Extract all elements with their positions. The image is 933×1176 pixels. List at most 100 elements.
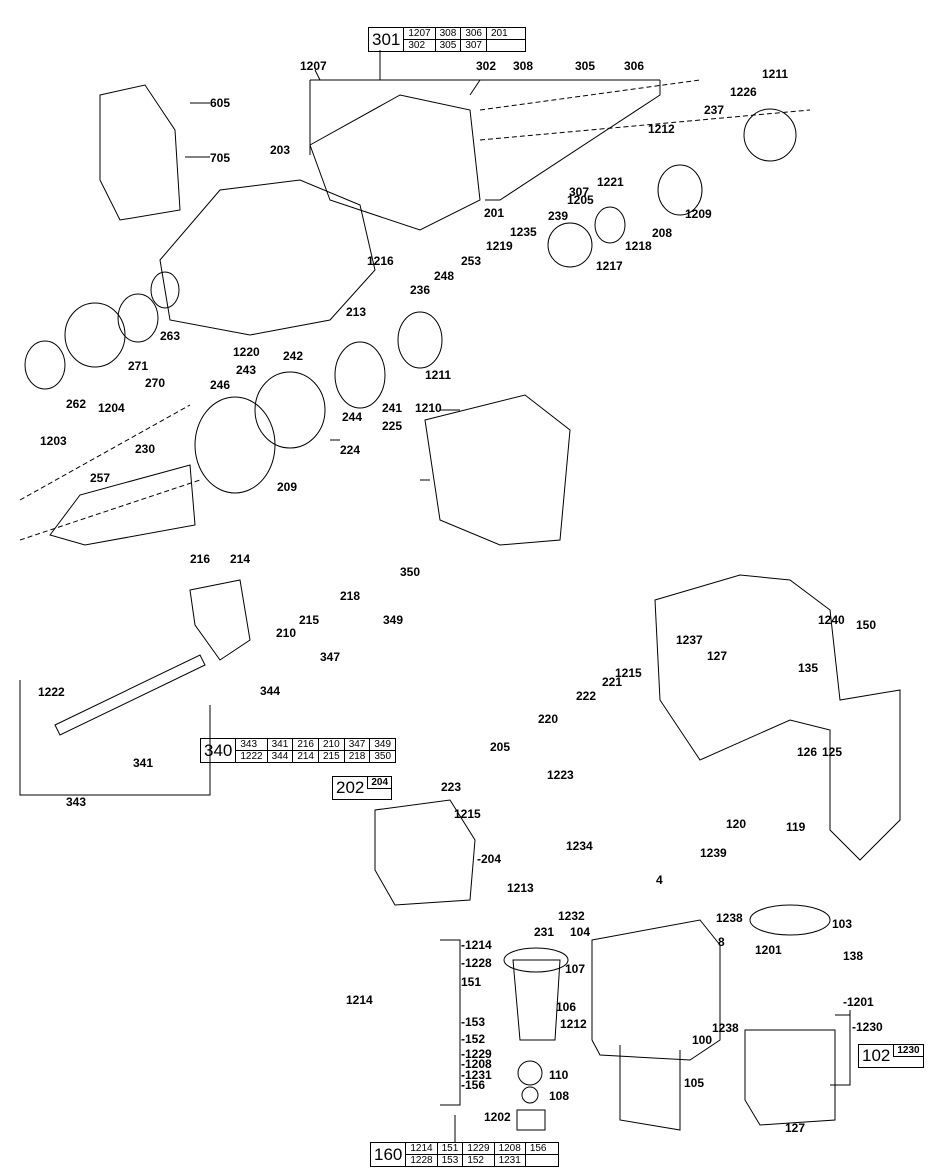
- part-label: 103: [832, 917, 853, 931]
- part-label: -1230: [852, 1020, 883, 1034]
- part-label: 241: [382, 401, 403, 415]
- kit-cell: 341: [266, 738, 294, 751]
- part-label: 246: [210, 378, 231, 392]
- part-label: 263: [160, 329, 181, 343]
- part-label: 1215: [454, 807, 481, 821]
- kit-table-340: 340 343 341 216 210 347 349 1222 344 214…: [199, 738, 397, 763]
- part-label: 341: [133, 756, 154, 770]
- part-label: 307: [569, 185, 590, 199]
- part-label: 231: [534, 925, 555, 939]
- part-label: 218: [340, 589, 361, 603]
- part-label: 208: [652, 226, 673, 240]
- part-label: 125: [822, 745, 843, 759]
- part-label: 237: [704, 103, 725, 117]
- kit-cell: 305: [434, 39, 462, 52]
- part-label: -1201: [843, 995, 874, 1009]
- part-label: 106: [556, 1000, 577, 1014]
- part-label: 213: [346, 305, 367, 319]
- part-label: 151: [461, 975, 482, 989]
- part-label: -1229: [461, 1047, 492, 1061]
- part-label: 1214: [346, 993, 373, 1007]
- part-label: 605: [210, 96, 231, 110]
- kit-cell: 204: [367, 777, 392, 789]
- cylinder-302: [309, 94, 481, 231]
- part-label: -152: [461, 1032, 486, 1046]
- kit-cell: [524, 1154, 559, 1167]
- kit-cell: 210: [318, 738, 345, 751]
- part-label: 1212: [560, 1017, 587, 1031]
- housing-203: [159, 179, 376, 336]
- part-label: -1228: [461, 956, 492, 970]
- part-label: 216: [190, 552, 211, 566]
- part-label: 1220: [233, 345, 260, 359]
- part-label: 302: [476, 59, 497, 73]
- part-label: 8: [718, 935, 725, 949]
- part-label: 1237: [676, 633, 703, 647]
- field-coil: [619, 1045, 681, 1131]
- motor-housing: [591, 919, 721, 1061]
- part-label: 222: [576, 689, 597, 703]
- part-label: 1222: [38, 685, 65, 699]
- kit-cell: 350: [369, 750, 397, 763]
- kit-cell: 308: [434, 27, 462, 40]
- part-label: 1216: [367, 254, 394, 268]
- part-label: 214: [230, 552, 251, 566]
- part-label: 1238: [712, 1021, 739, 1035]
- part-label: 1209: [685, 207, 712, 221]
- part-label: 120: [726, 817, 747, 831]
- part-label: 236: [410, 283, 431, 297]
- part-label: 1203: [40, 434, 67, 448]
- kit-cell: 343: [235, 738, 268, 751]
- kit-number: 202: [336, 778, 365, 797]
- kit-cell: 153: [436, 1154, 464, 1167]
- gear-housing-1210: [424, 394, 571, 546]
- part-label: 248: [434, 269, 455, 283]
- part-label: 257: [90, 471, 111, 485]
- kit-cell: 1214: [405, 1142, 438, 1155]
- part-label: 119: [786, 820, 806, 834]
- part-label: 205: [490, 740, 511, 754]
- part-label: 1232: [558, 909, 585, 923]
- part-label: 1201: [755, 943, 782, 957]
- part-label: 209: [277, 480, 298, 494]
- part-label: 215: [299, 613, 320, 627]
- side-handle-605: [99, 84, 181, 221]
- part-label: 1238: [716, 911, 743, 925]
- kit-cell: 152: [462, 1154, 495, 1167]
- kit-cell: 218: [343, 750, 371, 763]
- part-label: 107: [565, 962, 586, 976]
- kit-cell: 307: [460, 39, 487, 52]
- part-label: 203: [270, 143, 291, 157]
- part-label: 150: [856, 618, 877, 632]
- kit-cell: 201: [486, 27, 526, 40]
- part-label: 343: [66, 795, 87, 809]
- kit-cell: 151: [436, 1142, 464, 1155]
- kit-table-160: 160 1214 151 1229 1208 156 1228 153 152 …: [369, 1142, 559, 1167]
- gear-housing-204: [374, 799, 476, 906]
- part-label: -204: [477, 852, 502, 866]
- part-label: 1221: [597, 175, 624, 189]
- part-label: 223: [441, 780, 462, 794]
- spring-246: [194, 396, 276, 494]
- kit-cell: 347: [343, 738, 371, 751]
- kit-301-bracket: [309, 50, 661, 201]
- part-label: 201: [484, 206, 505, 220]
- kit-cell: 1228: [405, 1154, 438, 1167]
- part-label: 1211: [425, 368, 452, 382]
- part-label: 1210: [415, 401, 442, 415]
- part-label: 110: [549, 1068, 569, 1082]
- part-label: 1215: [615, 666, 642, 680]
- part-label: 1218: [625, 239, 652, 253]
- part-label: 221: [602, 675, 623, 689]
- kit-number: 160: [369, 1142, 407, 1167]
- part-label: 1223: [547, 768, 574, 782]
- part-label: 1212: [648, 122, 675, 136]
- part-label: 100: [692, 1033, 713, 1047]
- part-label: 1234: [566, 839, 593, 853]
- part-label: 239: [548, 209, 569, 223]
- part-label: 308: [513, 59, 534, 73]
- part-label: 1205: [567, 193, 594, 207]
- part-label: 253: [461, 254, 482, 268]
- part-label: 262: [66, 397, 87, 411]
